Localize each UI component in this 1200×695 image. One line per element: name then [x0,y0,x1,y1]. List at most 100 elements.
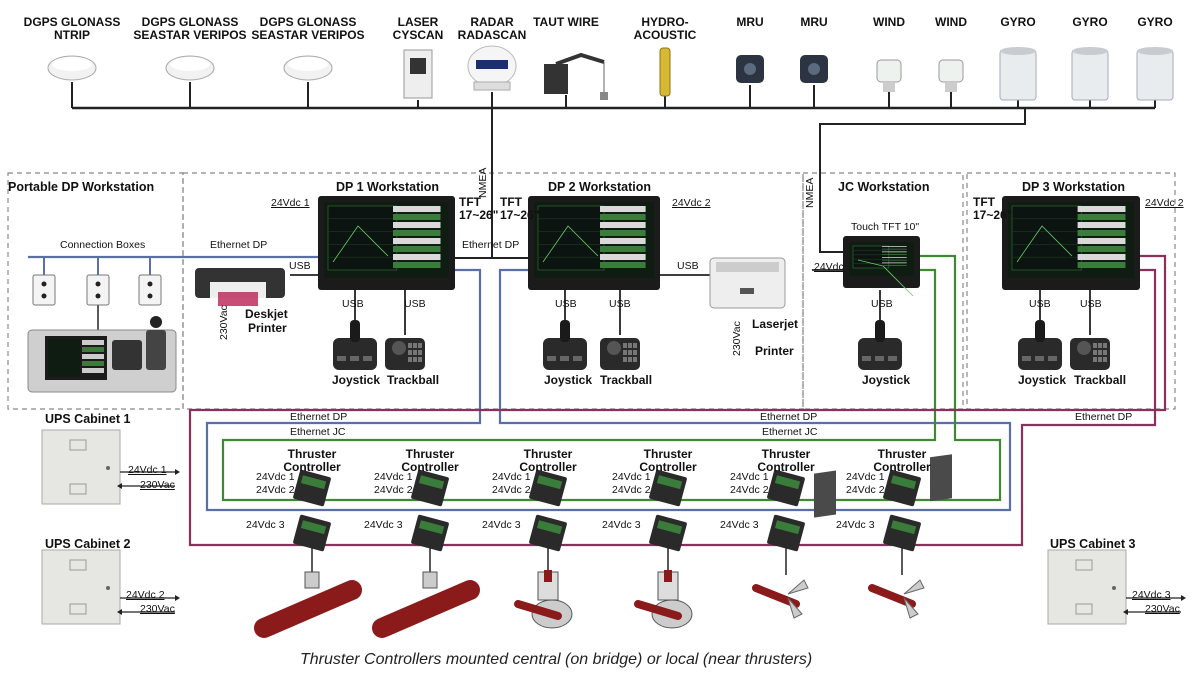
power-label: 24Vdc 1 [492,471,531,483]
laserjet-printer-label: Printer [755,344,794,358]
ups-title: UPS Cabinet 2 [45,537,131,551]
usb-label: USB [555,298,577,310]
deskjet-label: Deskjet [245,307,288,321]
laserjet-printer-icon [709,257,786,309]
jc-ws-title: JC Workstation [838,180,930,194]
dp2-trackball-label: Trackball [600,373,653,387]
thruster-controller-title: Thruster [405,447,455,461]
printer-power-label-2: 230Vac [731,321,743,356]
sensor-label-sub: ACOUSTIC [633,28,697,42]
thruster-controller-title: Controller [639,460,697,474]
deskjet-printer-icon [195,268,285,306]
sensor-label: DGPS GLONASS [23,15,121,29]
sensor-label-sub: SEASTAR VERIPOS [251,28,365,42]
portable-ws-title: Portable DP Workstation [8,180,155,194]
ups-cabinet-icon [41,549,121,625]
power-label: 24Vdc 2 [256,484,295,496]
usb-label: USB [342,298,364,310]
thruster-icon [254,571,362,638]
radar-dome-icon [467,45,517,91]
sensor-label: TAUT WIRE [533,15,599,29]
hydroacoustic-icon [659,47,671,97]
dp2-tft-label-size: 17~26" [500,208,540,222]
ethernet-jc-loop [221,254,1002,502]
printer-power-label: 230Vac [218,305,230,340]
thruster-controller-title: Thruster [287,447,337,461]
ups-dc-label: 24Vdc 3 [1132,589,1171,601]
ethernet-dp-label: Ethernet DP [210,239,268,251]
connection-boxes-label: Connection Boxes [60,239,146,251]
thruster-controller-title: Thruster [643,447,693,461]
power-label: 24Vdc 3 [246,519,285,531]
power-label: 24Vdc 1 [612,471,651,483]
arrowhead [1181,595,1186,601]
power-label: 24Vdc 1 [730,471,769,483]
sensor-label-sub: NTRIP [54,28,90,42]
dp2-monitor [528,196,660,290]
deskjet-printer-label: Printer [248,321,287,335]
sensor-label-sub: SEASTAR VERIPOS [133,28,247,42]
dp2-trackball-icon [600,338,640,370]
power-label: 24Vdc 2 [846,484,885,496]
sensor-label: WIND [873,15,905,29]
ups-ac-label: 230Vac [1145,603,1180,615]
nmea-label: NMEA [804,177,816,208]
dp3-monitor [1002,196,1140,290]
power-label: 24Vdc 2 [612,484,651,496]
power-label: 24Vdc 1 [846,471,885,483]
thruster-icon [634,570,693,629]
thruster-controller-title: Controller [401,460,459,474]
power-label: 24Vdc 1 [256,471,295,483]
sensor-label: GYRO [1137,15,1173,29]
gyro-icon [1071,47,1109,101]
thruster-controller-title: Controller [283,460,341,474]
mru-icon [736,55,764,83]
arrowhead [117,483,122,489]
wind-sensor-icon [938,59,964,92]
gps-antenna-icon [283,55,333,81]
power-label: 24Vdc 3 [602,519,641,531]
sensor-label: MRU [736,15,764,29]
dp2-ws-title: DP 2 Workstation [548,180,652,194]
ups-dc-label: 24Vdc 2 [126,589,165,601]
usb-label: USB [1029,298,1051,310]
dp1-tft-label: TFT [459,195,481,209]
connection-box-icon [138,274,162,306]
sensor-label: GYRO [1072,15,1108,29]
ethernet-dp-loop [205,268,1012,512]
gyro-icon [1136,47,1174,101]
ups-ac-label: 230Vac [140,479,175,491]
dp3-ws-title: DP 3 Workstation [1022,180,1126,194]
ethernet-dp-label: Ethernet DP [462,239,520,251]
sensor-label: DGPS GLONASS [259,15,357,29]
jc-joystick-label: Joystick [862,373,911,387]
thruster-icon [868,454,952,619]
usb-label: USB [677,260,699,272]
ethernet-dp-net-label: Ethernet DP [760,411,818,423]
jc-power-label: 24Vdc [814,261,844,273]
ethernet-dp3-loop [188,254,1167,547]
workstation-group-border [966,172,1176,410]
sensor-label-sub: CYSCAN [392,28,444,42]
ups-title: UPS Cabinet 1 [45,412,131,426]
dp2-tft-label: TFT [500,195,522,209]
arrowhead [1123,609,1128,615]
portable-dp-console [27,316,177,393]
dp1-monitor [318,196,455,290]
power-label: 24Vdc 3 [482,519,521,531]
arrowhead [175,469,180,475]
power-label: 24Vdc 2 [374,484,413,496]
usb-label: USB [289,260,311,272]
touch-tft-label: Touch TFT 10" [851,221,920,233]
gyro-icon [999,47,1037,101]
dp3-joystick-icon [1018,320,1062,370]
sensor-label: LASER [397,15,439,29]
taut-wire-icon [544,52,608,100]
dp1-power-label: 24Vdc 1 [271,197,310,209]
power-label: 24Vdc 3 [836,519,875,531]
power-label: 24Vdc 2 [492,484,531,496]
connection-box-icon [32,274,56,306]
dp3-joystick-label: Joystick [1018,373,1067,387]
thruster-controller-module [883,469,921,552]
